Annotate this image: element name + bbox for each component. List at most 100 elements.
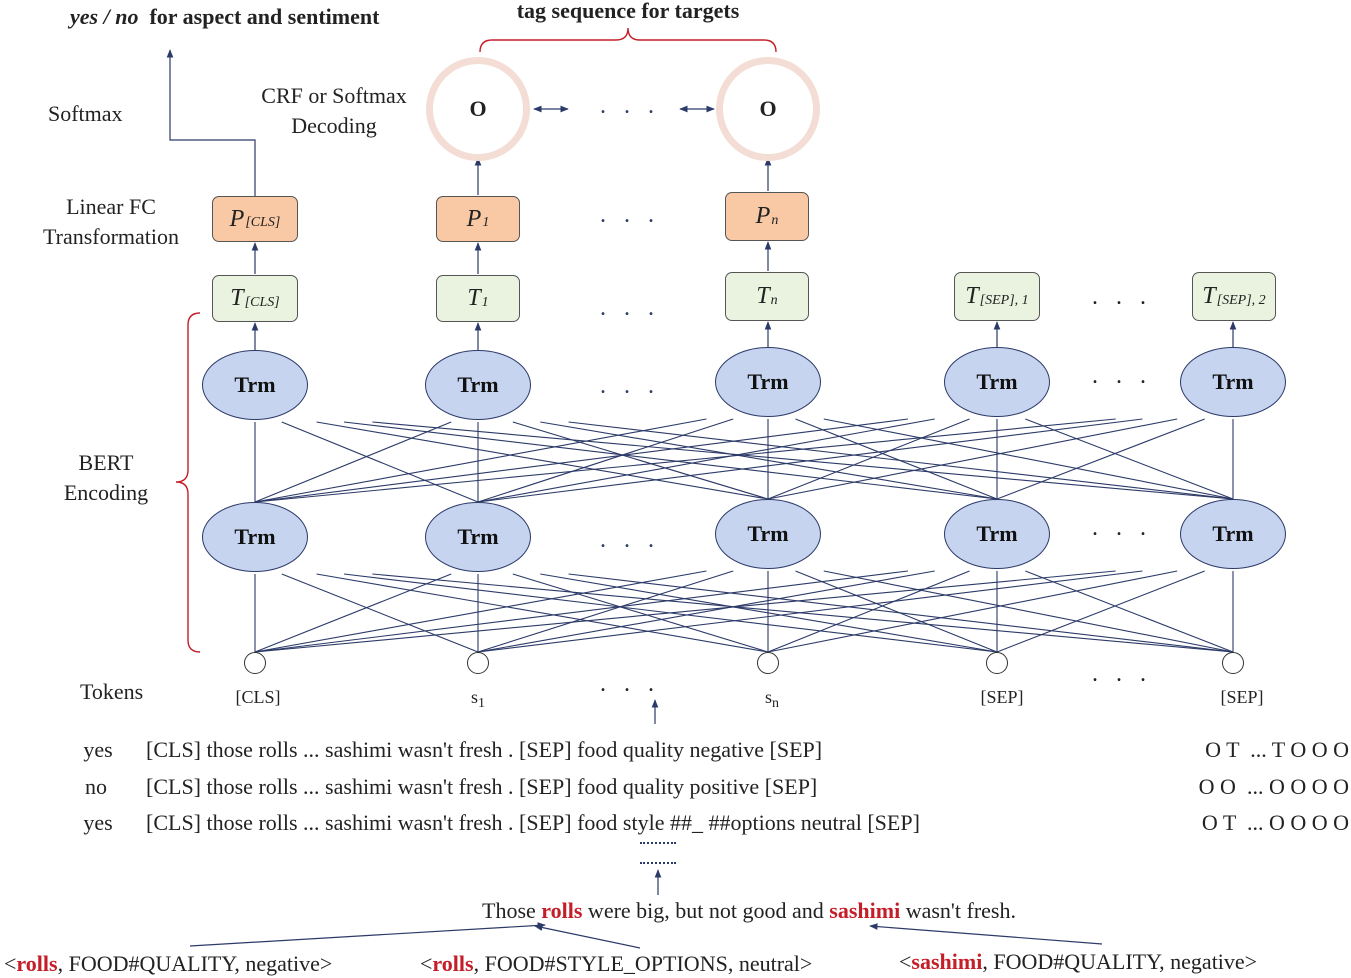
token-label-cls: [CLS]	[235, 687, 281, 707]
trm-to-trm-link	[512, 421, 769, 500]
p-box-cls: P[CLS]	[212, 196, 298, 242]
decoder-ellipsis: . . .	[600, 93, 660, 119]
softmax-label: Softmax	[48, 101, 123, 126]
tuple-1: <rolls, FOOD#QUALITY, negative>	[4, 951, 333, 976]
p-row-ellipsis: . . .	[600, 202, 660, 228]
t-row-ellipsis-2: . . .	[1092, 284, 1152, 310]
token-node-sep-2	[1222, 652, 1244, 674]
input-sentence: Those rolls were big, but not good and s…	[482, 898, 1016, 923]
token-label-sn: sn	[764, 687, 780, 711]
token-to-trm-link	[254, 573, 452, 653]
aspect-sentiment-text: for aspect and sentiment	[149, 4, 380, 29]
token-to-trm-link	[568, 573, 1234, 653]
trm-to-trm-link	[254, 418, 707, 503]
softmax-output-arrow	[166, 49, 256, 196]
token-ellipsis-2: . . .	[1092, 661, 1152, 687]
sentence-aspect-sashimi: sashimi	[829, 898, 901, 923]
t-box-cls: T[CLS]	[212, 275, 298, 322]
linear-fc-label-line1: Linear FC	[66, 194, 156, 219]
linear-fc-label-line2: Transformation	[42, 224, 180, 249]
trm-to-trm-link	[540, 421, 998, 500]
token-to-trm-link	[477, 570, 935, 653]
trm-upper-n: Trm	[715, 347, 821, 417]
crf-decoding-label-line1: CRF or Softmax	[261, 83, 407, 108]
trm-lower-1: Trm	[425, 502, 531, 572]
token-to-trm-link	[254, 570, 707, 653]
yes-no-text: yes / no	[70, 4, 139, 29]
trm-to-trm-link	[996, 418, 1205, 500]
tuple1-arrow	[189, 922, 546, 947]
trm-lower-sep-1: Trm	[944, 499, 1050, 569]
token-to-trm-link	[316, 573, 769, 653]
token-node-sep-1	[986, 652, 1008, 674]
decoder-node-1: O	[426, 57, 530, 161]
tuple-3: <sashimi, FOOD#QUALITY, negative>	[899, 949, 1258, 974]
trm-to-trm-link	[477, 418, 734, 503]
token-to-trm-link	[343, 573, 998, 653]
example-tags-2: O O ... O O O O	[1198, 774, 1349, 799]
example-input-3: [CLS] those rolls ... sashimi wasn't fre…	[146, 810, 920, 835]
trm-to-trm-link	[254, 421, 452, 503]
trm-to-trm-link	[823, 418, 1234, 500]
trm-lower-sep-2: Trm	[1180, 499, 1286, 569]
token-to-trm-link	[823, 570, 1234, 653]
token-to-trm-link	[767, 570, 1178, 653]
token-to-trm-link	[477, 570, 734, 653]
trm-to-trm-link	[254, 418, 1116, 503]
token-node-sn	[757, 652, 779, 674]
t-row-ellipsis-1: . . .	[600, 295, 660, 321]
example-input-1: [CLS] those rolls ... sashimi wasn't fre…	[146, 737, 823, 762]
crf-decoding-label-line2: Decoding	[291, 113, 377, 138]
trm-upper-1: Trm	[425, 350, 531, 420]
token-node-s1	[467, 652, 489, 674]
token-to-trm-link	[281, 573, 479, 653]
token-to-trm-link	[477, 570, 1143, 653]
trm-to-trm-link	[1025, 418, 1234, 500]
trm-upper-sep-2: Trm	[1180, 347, 1286, 417]
bert-encoding-label-line1: BERT	[78, 450, 134, 475]
trm-lower-ellipsis-2: . . .	[1092, 515, 1152, 541]
trm-to-trm-link	[343, 421, 998, 500]
token-label-sep-1: [SEP]	[980, 687, 1024, 707]
token-label-s1: s1	[470, 687, 486, 711]
trm-to-trm-link	[254, 418, 909, 503]
trm-to-trm-link	[372, 421, 1234, 500]
token-to-trm-link	[512, 573, 769, 653]
example-tags-3: O T ... O O O O	[1201, 810, 1349, 835]
trm-to-trm-link	[767, 418, 1178, 500]
token-label-sep-2: [SEP]	[1220, 687, 1264, 707]
trm-to-trm-link	[767, 418, 970, 500]
trm-to-trm-link	[316, 421, 769, 500]
decoder-node-n: O	[716, 57, 820, 161]
trm-to-trm-link	[795, 418, 998, 500]
example-input-2: [CLS] those rolls ... sashimi wasn't fre…	[146, 774, 818, 799]
tag-sequence-bracket	[479, 27, 777, 53]
token-ellipsis-1: . . .	[600, 671, 660, 697]
bert-encoding-bracket	[175, 312, 201, 653]
trm-to-trm-link	[568, 421, 1234, 500]
token-to-trm-link	[795, 570, 998, 653]
trm-to-trm-link	[281, 421, 479, 503]
sentence-aspect-rolls: rolls	[541, 898, 583, 923]
example-label-2: no	[85, 774, 107, 799]
token-to-trm-link	[1025, 570, 1234, 653]
bert-encoding-label-line2: Encoding	[63, 480, 149, 505]
trm-upper-ellipsis-2: . . .	[1092, 363, 1152, 389]
tuple2-arrow	[534, 924, 641, 949]
yes-no-output-label: yes / no for aspect and sentiment	[70, 6, 379, 28]
example-label-1: yes	[83, 737, 113, 762]
t-box-sep-2: T[SEP], 2	[1192, 272, 1276, 321]
tuple3-arrow	[869, 923, 1103, 945]
token-to-trm-link	[996, 570, 1205, 653]
example-label-3: yes	[83, 810, 113, 835]
token-to-trm-link	[254, 570, 1116, 653]
example-continuation-dots	[640, 842, 676, 864]
tokens-label: Tokens	[80, 679, 144, 704]
trm-upper-cls: Trm	[202, 350, 308, 420]
t-box-sep-1: T[SEP], 1	[954, 272, 1040, 321]
trm-upper-ellipsis-1: . . .	[600, 373, 660, 399]
